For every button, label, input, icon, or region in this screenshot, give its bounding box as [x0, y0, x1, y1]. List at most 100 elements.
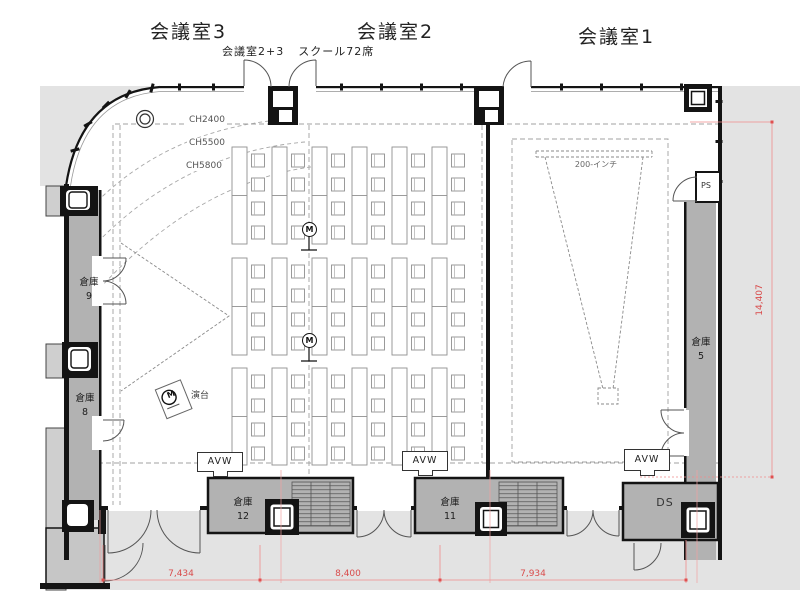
seating-area: [231, 146, 465, 466]
chair: [371, 336, 385, 351]
chair: [331, 201, 345, 216]
column-left-2: [62, 342, 98, 378]
chair: [291, 398, 305, 413]
chair: [371, 446, 385, 461]
door-bottom-2a: [356, 509, 385, 538]
chair: [331, 422, 345, 437]
ps-label: PS: [701, 181, 711, 190]
wall-tick: [340, 83, 343, 91]
column-bottom-2: [475, 502, 507, 536]
wall-tick: [212, 83, 215, 91]
storage12-number: 12: [236, 510, 250, 522]
chair: [291, 422, 305, 437]
door-top-room1: [502, 60, 532, 88]
wall-tick: [124, 89, 132, 99]
doors: [102, 59, 698, 582]
column-top-2: [474, 86, 504, 125]
storage8-name: 倉庫: [75, 393, 95, 404]
chair: [451, 312, 465, 327]
chair: [371, 288, 385, 303]
room1-title: 会議室1: [578, 26, 656, 48]
projection-screens: [120, 150, 653, 405]
chair: [291, 264, 305, 279]
wall-tick: [715, 100, 723, 103]
wall-tick: [178, 83, 181, 91]
columns: [60, 84, 715, 538]
wall-tick: [715, 140, 723, 143]
door-left-double-top: [102, 257, 127, 282]
wall-tick: [70, 147, 80, 153]
wall-tick: [680, 83, 683, 91]
door-left-double-bottom: [102, 280, 127, 305]
wall-tick: [101, 100, 111, 110]
chair: [291, 288, 305, 303]
door-corridor-right: [633, 542, 662, 571]
chair: [411, 177, 425, 192]
chair: [331, 446, 345, 461]
column-bottom-1: [265, 499, 299, 535]
exterior-areas: [40, 86, 800, 591]
right-wall: [718, 87, 722, 560]
wall-tick: [380, 83, 383, 91]
dimension-lines: [99, 120, 774, 583]
chair: [371, 177, 385, 192]
chair: [291, 201, 305, 216]
chair: [331, 264, 345, 279]
chair: [251, 336, 265, 351]
left-projection-cone: [120, 242, 230, 392]
chair: [451, 225, 465, 240]
door-ps: [672, 176, 698, 202]
storage12-name: 倉庫: [233, 497, 253, 508]
storage9-name: 倉庫: [79, 277, 99, 288]
storage9-number: 9: [85, 290, 93, 302]
chair: [451, 336, 465, 351]
chair: [251, 374, 265, 389]
chair: [251, 398, 265, 413]
chair: [451, 177, 465, 192]
ps-room: [695, 171, 721, 203]
partition-wall-room1-2: [486, 125, 490, 480]
chair: [371, 422, 385, 437]
door-storage8: [102, 419, 125, 442]
chair: [371, 201, 385, 216]
podium: [154, 379, 193, 420]
avw-box-3: AVW: [624, 449, 670, 476]
chair: [251, 446, 265, 461]
door-top-pair-left: [243, 59, 272, 88]
microphone-1: M: [302, 222, 317, 237]
chair: [451, 446, 465, 461]
door-bottom-1b: [156, 509, 201, 554]
door-top-pair-right: [288, 59, 317, 88]
dimension-7434: 7,434: [168, 569, 194, 579]
chair: [451, 264, 465, 279]
door-storage5-top: [660, 409, 685, 434]
column-top-right: [684, 84, 712, 112]
projector: [597, 387, 619, 405]
right-projection-cone: [544, 156, 644, 390]
ceiling-height-ch2400: CH2400: [187, 115, 227, 125]
chair: [411, 422, 425, 437]
chair: [451, 422, 465, 437]
wall-tick: [600, 83, 603, 91]
storage5-number: 5: [697, 350, 705, 362]
chair: [331, 153, 345, 168]
door-bottom-2b: [383, 509, 412, 538]
dimension-7934: 7,934: [520, 569, 546, 579]
wall-tick: [460, 83, 463, 91]
microphone-2: M: [302, 333, 317, 348]
chair: [331, 225, 345, 240]
screen-size-label: 200-インチ: [574, 160, 618, 169]
chair: [291, 312, 305, 327]
dimension-14407: 14,407: [755, 284, 765, 316]
wall-ticks: [70, 83, 723, 183]
column-left-3: [62, 500, 94, 532]
chair: [411, 264, 425, 279]
capacity-label: スクール72席: [298, 45, 375, 58]
chair: [251, 312, 265, 327]
ds-label: DS: [656, 496, 674, 509]
chair: [371, 264, 385, 279]
